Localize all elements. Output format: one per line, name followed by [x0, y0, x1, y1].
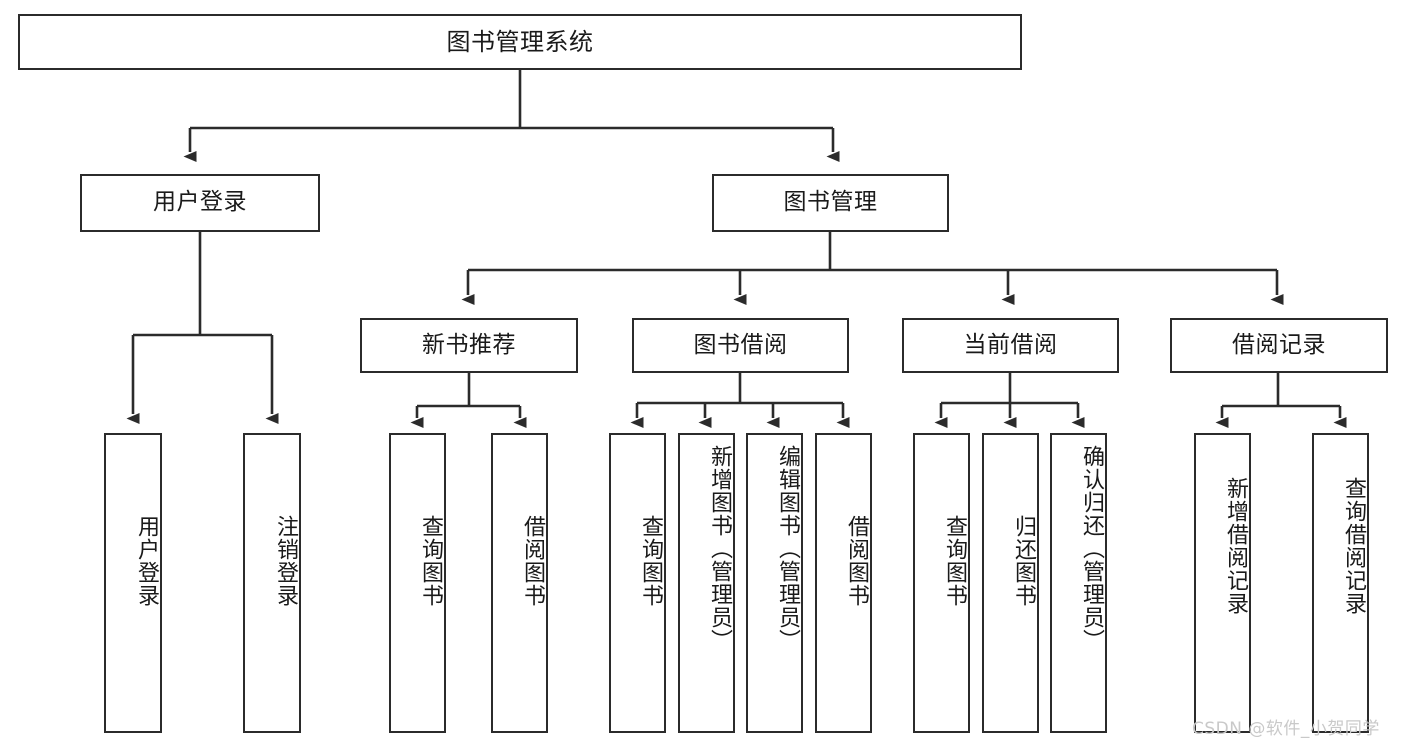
node-leaf-return-book[interactable]: 归还图书: [982, 433, 1039, 733]
node-leaf-logout[interactable]: 注销登录: [243, 433, 301, 733]
node-leaf-add-book-label: 新增图书（管理员）: [707, 445, 732, 652]
node-leaf-add-book[interactable]: 新增图书（管理员）: [678, 433, 735, 733]
node-leaf-borrow-book-1[interactable]: 借阅图书: [491, 433, 548, 733]
node-leaf-query-record-label: 查询借阅记录: [1341, 477, 1366, 615]
node-leaf-confirm-return[interactable]: 确认归还（管理员）: [1050, 433, 1107, 733]
node-leaf-logout-label: 注销登录: [273, 515, 298, 607]
node-leaf-user-login-label: 用户登录: [134, 515, 159, 607]
node-root-label: 图书管理系统: [446, 27, 594, 56]
node-current-borrow-label: 当前借阅: [963, 331, 1058, 358]
node-leaf-query-book-3[interactable]: 查询图书: [913, 433, 970, 733]
node-new-book-rec-label: 新书推荐: [422, 331, 516, 358]
node-leaf-query-book-3-label: 查询图书: [942, 515, 967, 607]
node-leaf-confirm-return-label: 确认归还（管理员）: [1079, 445, 1104, 652]
node-root[interactable]: 图书管理系统: [18, 14, 1022, 70]
node-leaf-query-book-2[interactable]: 查询图书: [609, 433, 666, 733]
node-book-manage[interactable]: 图书管理: [712, 174, 949, 232]
node-borrow-record-label: 借阅记录: [1232, 331, 1326, 358]
node-leaf-user-login[interactable]: 用户登录: [104, 433, 162, 733]
node-leaf-add-record-label: 新增借阅记录: [1223, 477, 1248, 615]
node-user-login-label: 用户登录: [153, 189, 247, 216]
node-current-borrow[interactable]: 当前借阅: [902, 318, 1119, 373]
node-leaf-add-record[interactable]: 新增借阅记录: [1194, 433, 1251, 733]
node-leaf-borrow-book-2[interactable]: 借阅图书: [815, 433, 872, 733]
node-book-borrow[interactable]: 图书借阅: [632, 318, 849, 373]
node-book-borrow-label: 图书借阅: [693, 331, 788, 358]
node-user-login[interactable]: 用户登录: [80, 174, 320, 232]
node-leaf-borrow-book-2-label: 借阅图书: [844, 515, 869, 607]
node-new-book-rec[interactable]: 新书推荐: [360, 318, 578, 373]
node-borrow-record[interactable]: 借阅记录: [1170, 318, 1388, 373]
node-leaf-edit-book-label: 编辑图书（管理员）: [775, 445, 800, 652]
node-leaf-query-book-2-label: 查询图书: [638, 515, 663, 607]
node-leaf-borrow-book-1-label: 借阅图书: [520, 515, 545, 607]
node-book-manage-label: 图书管理: [783, 189, 878, 216]
node-leaf-query-record[interactable]: 查询借阅记录: [1312, 433, 1369, 733]
node-leaf-return-book-label: 归还图书: [1011, 515, 1036, 607]
node-leaf-edit-book[interactable]: 编辑图书（管理员）: [746, 433, 803, 733]
node-leaf-query-book-1-label: 查询图书: [418, 515, 443, 607]
node-leaf-query-book-1[interactable]: 查询图书: [389, 433, 446, 733]
